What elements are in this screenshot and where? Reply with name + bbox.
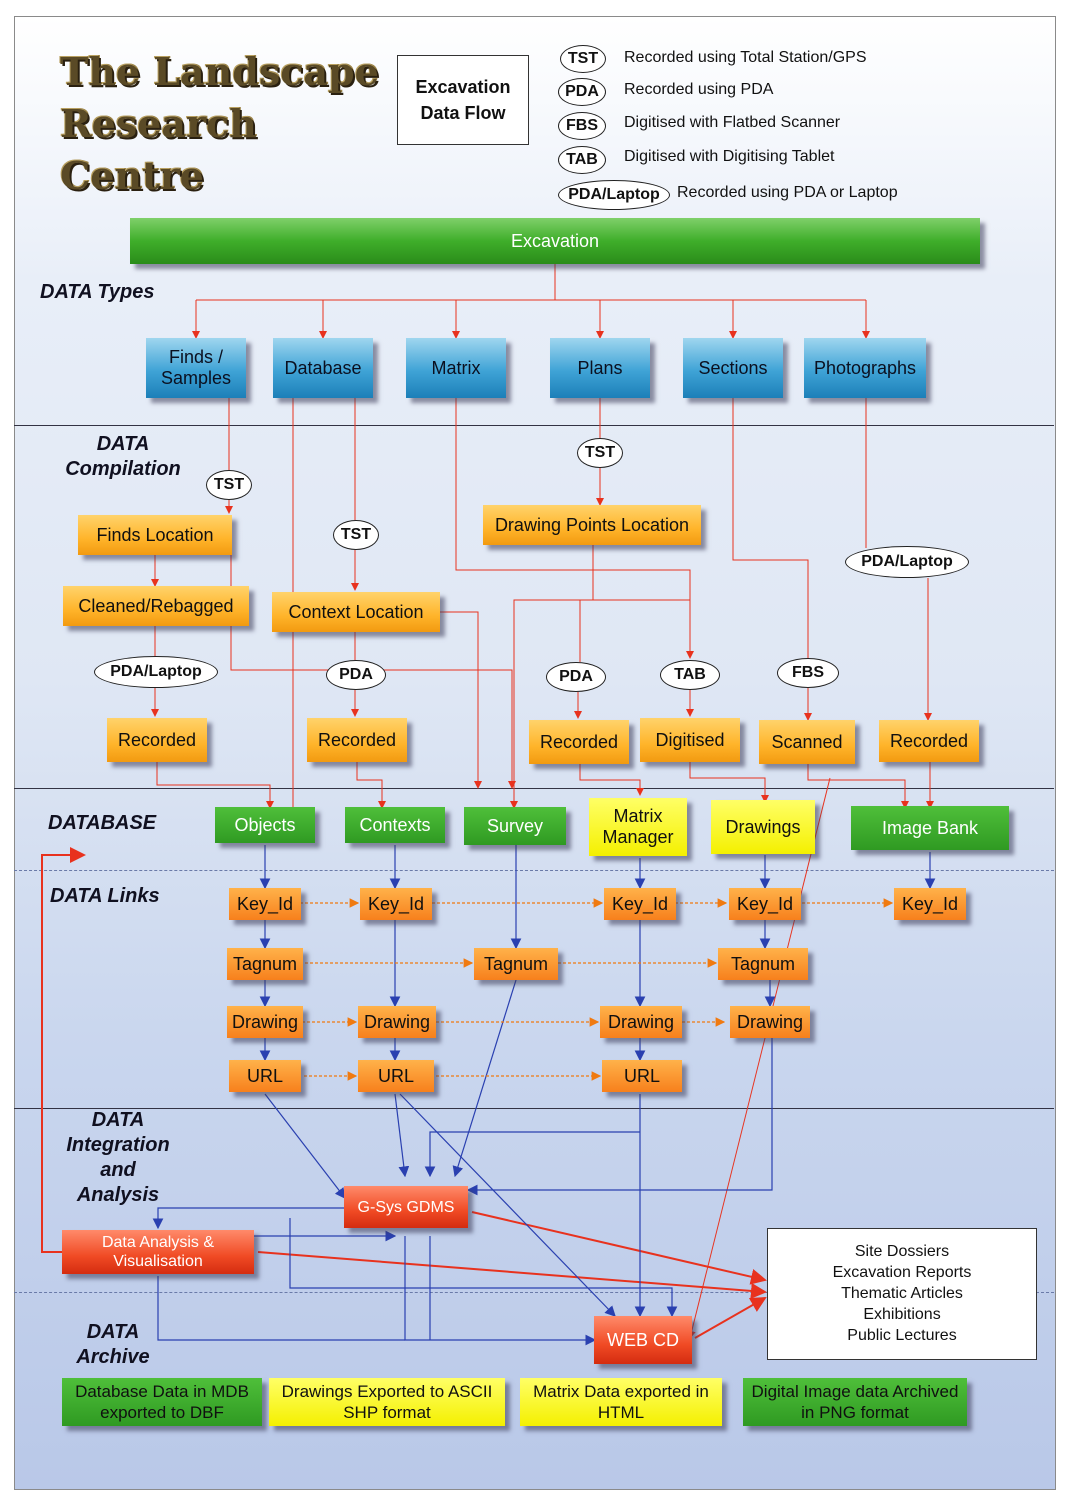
legend-oval-tab: TAB <box>558 146 606 174</box>
section-data-types: DATA Types <box>40 281 155 303</box>
gsys-gdms: G-Sys GDMS <box>344 1186 468 1228</box>
db-contexts: Contexts <box>345 807 445 843</box>
recorded-photographs: Recorded <box>879 720 979 762</box>
db-survey: Survey <box>464 807 566 845</box>
tagnum-objects: Tagnum <box>227 948 303 980</box>
key-id-matrix: Key_Id <box>604 888 676 920</box>
drawing-points-location: Drawing Points Location <box>483 505 701 545</box>
logo-line-1: The Landscape <box>60 49 379 94</box>
archive-matrix: Matrix Data exported in HTML <box>520 1378 722 1426</box>
archive-drawings: Drawings Exported to ASCII SHP format <box>269 1378 505 1426</box>
output-item: Site Dossiers <box>854 1243 950 1260</box>
tag-pda-laptop-finds: PDA/Laptop <box>94 656 218 688</box>
tag-pda-contexts: PDA <box>326 660 386 690</box>
type-photographs: Photographs <box>804 338 926 398</box>
output-item: Exhibitions <box>863 1306 941 1323</box>
section-data-integration: DATA Integration and Analysis <box>66 1109 170 1206</box>
legend-text-pda: Recorded using PDA <box>624 81 774 98</box>
key-id-images: Key_Id <box>894 888 966 920</box>
tag-tst-finds: TST <box>206 470 252 500</box>
section-data-compilation: DATA Compilation <box>65 433 181 480</box>
digitised-plans: Digitised <box>640 718 740 762</box>
web-cd: WEB CD <box>594 1316 692 1364</box>
drawing-drawings: Drawing <box>730 1006 810 1038</box>
orange-connectors <box>300 898 894 1081</box>
tag-tst-plans: TST <box>577 438 623 468</box>
url-matrix: URL <box>602 1060 682 1092</box>
divider-links <box>14 870 1054 871</box>
db-image-bank: Image Bank <box>851 806 1009 850</box>
flow-title: Excavation Data Flow <box>397 55 529 145</box>
red-thick-connectors <box>41 847 767 1339</box>
divider-database <box>14 788 1054 789</box>
tagnum-survey: Tagnum <box>474 948 558 980</box>
legend-oval-pda: PDA <box>558 78 606 106</box>
legend-text-tab: Digitised with Digitising Tablet <box>624 148 835 165</box>
tagnum-drawings: Tagnum <box>718 948 808 980</box>
legend-text-tst: Recorded using Total Station/GPS <box>624 49 867 66</box>
recorded-finds: Recorded <box>107 718 207 762</box>
cleaned-rebagged: Cleaned/Rebagged <box>63 586 249 626</box>
url-objects: URL <box>229 1060 301 1092</box>
db-drawings: Drawings <box>711 800 815 854</box>
data-analysis-visualisation: Data Analysis & Visualisation <box>62 1230 254 1274</box>
divider-compilation <box>14 425 1054 426</box>
db-matrix-manager: Matrix Manager <box>589 798 687 856</box>
logo-line-2: Research Centre <box>60 101 257 198</box>
divider-archive <box>14 1292 1054 1293</box>
archive-database: Database Data in MDB exported to DBF <box>62 1378 262 1426</box>
type-plans: Plans <box>550 338 650 398</box>
section-database: DATABASE <box>48 812 157 834</box>
db-objects: Objects <box>215 807 315 843</box>
legend-oval-fbs: FBS <box>558 112 606 140</box>
tag-tst-database: TST <box>333 520 379 550</box>
type-database: Database <box>273 338 373 398</box>
legend-text-pda-laptop: Recorded using PDA or Laptop <box>677 184 898 201</box>
blue-connectors <box>152 845 936 1346</box>
drawing-matrix: Drawing <box>600 1006 682 1038</box>
recorded-plans: Recorded <box>529 720 629 764</box>
section-data-links: DATA Links <box>50 885 160 907</box>
context-location: Context Location <box>272 592 440 632</box>
output-item: Thematic Articles <box>841 1285 963 1302</box>
section-data-archive: DATA Archive <box>76 1321 150 1368</box>
tag-tab-plans: TAB <box>660 660 720 690</box>
tag-pda-plans: PDA <box>546 662 606 692</box>
excavation-bar: Excavation <box>130 218 980 264</box>
key-id-drawings: Key_Id <box>729 888 801 920</box>
recorded-contexts: Recorded <box>307 718 407 762</box>
tag-pda-laptop-photos: PDA/Laptop <box>845 546 969 578</box>
url-contexts: URL <box>358 1060 434 1092</box>
key-id-objects: Key_Id <box>229 888 301 920</box>
output-item: Excavation Reports <box>832 1264 972 1281</box>
finds-location: Finds Location <box>78 515 232 555</box>
scanned-sections: Scanned <box>759 720 855 764</box>
drawing-contexts: Drawing <box>358 1006 436 1038</box>
centre-logo: The Landscape Research Centre <box>60 46 390 202</box>
key-id-contexts: Key_Id <box>360 888 432 920</box>
archive-images: Digital Image data Archived in PNG forma… <box>743 1378 967 1426</box>
legend-text-fbs: Digitised with Flatbed Scanner <box>624 114 841 131</box>
type-sections: Sections <box>683 338 783 398</box>
outputs-box: Site Dossiers Excavation Reports Themati… <box>767 1228 1037 1360</box>
divider-integration <box>14 1108 1054 1109</box>
legend-oval-tst: TST <box>560 45 606 73</box>
output-item: Public Lectures <box>847 1327 957 1344</box>
legend-oval-pda-laptop: PDA/Laptop <box>558 180 670 210</box>
type-finds-samples: Finds / Samples <box>146 338 246 398</box>
tag-fbs-sections: FBS <box>777 658 839 688</box>
type-matrix: Matrix <box>406 338 506 398</box>
drawing-objects: Drawing <box>227 1006 303 1038</box>
